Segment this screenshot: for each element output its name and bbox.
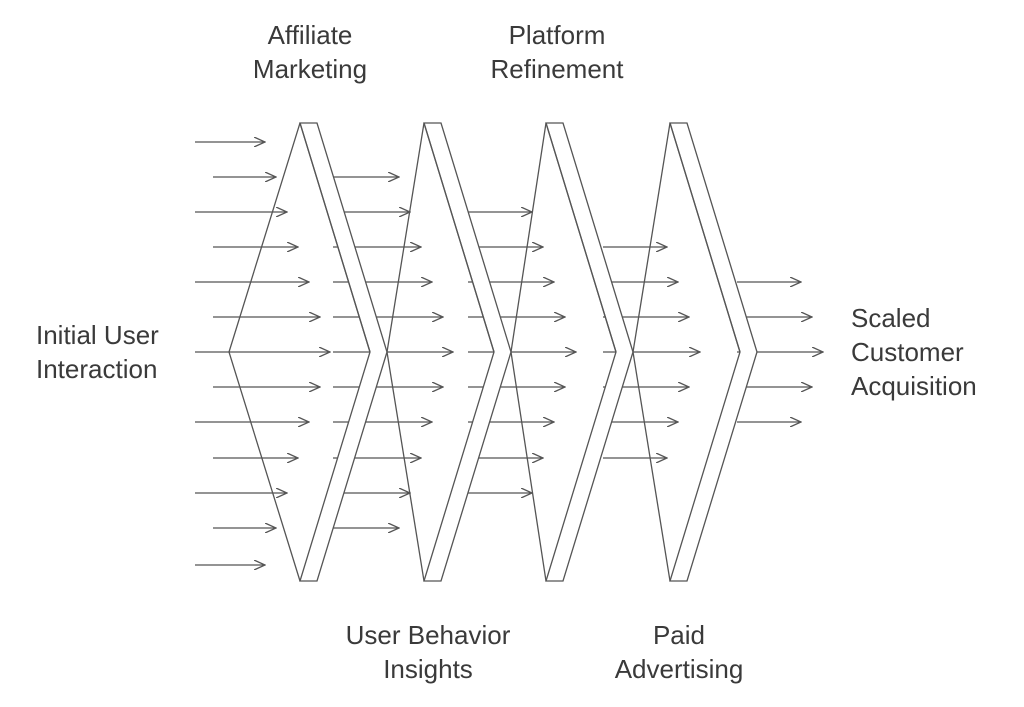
chevron-stage — [228, 122, 388, 582]
stage-label-affiliate-marketing: Affiliate Marketing — [252, 20, 368, 84]
chevron-stage — [545, 122, 634, 582]
chevron-stage — [423, 122, 512, 582]
output-label: Scaled Customer Acquisition — [851, 303, 977, 401]
stage-label-platform-refinement: Platform Refinement — [490, 20, 624, 84]
stage-label-user-behavior-insights: User Behavior Insights — [345, 620, 511, 684]
input-label: Initial User Interaction — [36, 320, 159, 384]
flow-arrows — [195, 142, 823, 565]
stage-label-paid-advertising: Paid Advertising — [614, 620, 744, 684]
chevron-stages — [228, 122, 758, 582]
chevron-stage — [669, 122, 758, 582]
